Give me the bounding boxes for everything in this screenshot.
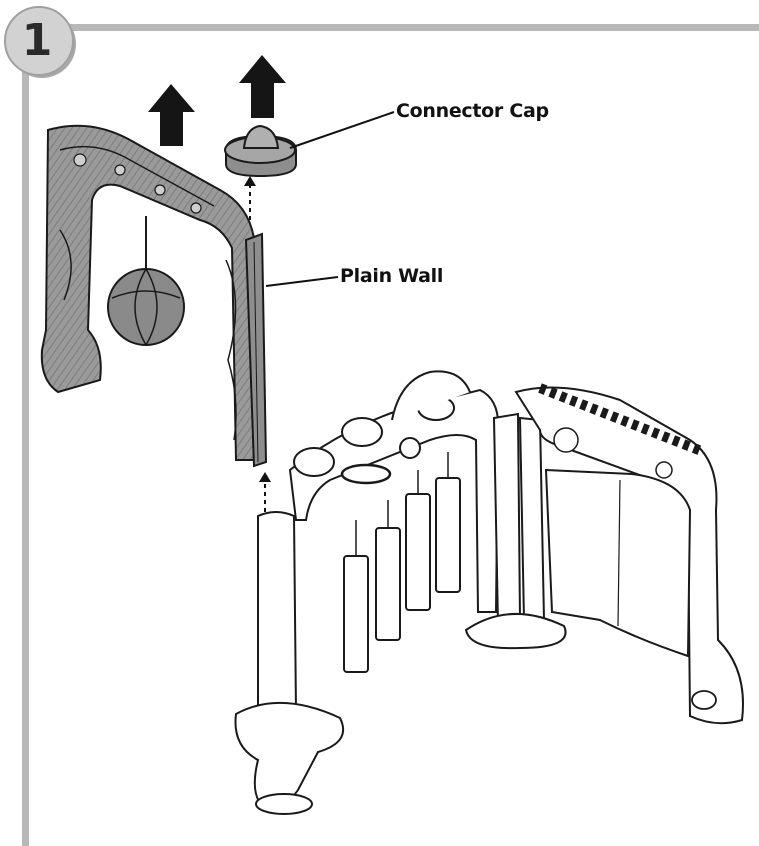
plain-wall-leader-line <box>266 277 338 286</box>
chime-tubes <box>344 452 460 672</box>
connector-cap-leader-line <box>290 112 394 148</box>
connector-cap <box>225 126 296 176</box>
plain-wall-label: Plain Wall <box>340 265 443 287</box>
hanging-ball-toy <box>108 269 184 345</box>
lift-arrow-right-icon <box>239 55 286 118</box>
assembled-play-gym <box>235 371 743 814</box>
lift-arrow-left-icon <box>148 84 195 146</box>
connector-cap-label: Connector Cap <box>396 100 549 122</box>
